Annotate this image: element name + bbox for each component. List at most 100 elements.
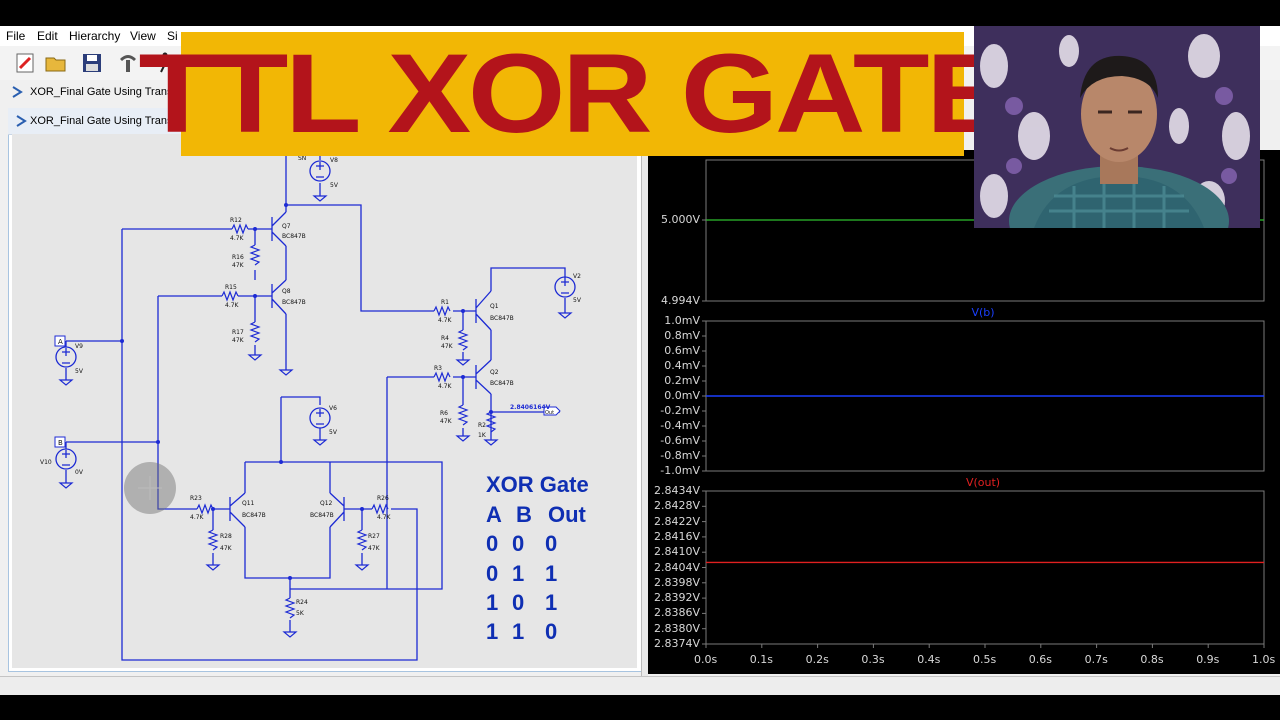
label-r6-value: 47K: [440, 418, 453, 425]
label-v10-value: 0V: [75, 469, 84, 476]
label-q8: Q8: [282, 288, 291, 295]
label-r27-value: 47K: [368, 545, 381, 552]
label-r24: R24: [296, 599, 308, 606]
label-v2-value: 5V: [573, 297, 582, 304]
truth-table-cell: 0: [545, 619, 558, 644]
truth-table-cell: 0: [512, 590, 525, 615]
schematic-canvas[interactable]: [12, 134, 637, 668]
label-r23: R23: [190, 495, 202, 502]
label-r27: R27: [368, 533, 380, 540]
x-tick-label: 0.4s: [917, 653, 941, 666]
label-q12: Q12: [320, 500, 333, 507]
webcam-overlay: [974, 26, 1260, 228]
truth-table-cell: 1: [512, 561, 525, 586]
label-port-a: A: [58, 338, 63, 346]
label-r26-value: 4.7K: [377, 514, 392, 521]
label-r15: R15: [225, 284, 237, 291]
schematic-window-icon: [16, 115, 27, 127]
plot-frames: [705, 159, 1265, 645]
label-r1-value: 4.7K: [438, 317, 453, 324]
y-tick-label: 2.8380V: [653, 621, 700, 635]
truth-table-cell: 0: [512, 531, 525, 556]
label-r15-value: 4.7K: [225, 302, 240, 309]
label-r12-value: 4.7K: [230, 235, 245, 242]
label-sn: SN: [298, 155, 306, 162]
label-v2: V2: [573, 273, 581, 280]
label-r4: R4: [441, 335, 449, 342]
doc-tab-title[interactable]: XOR_Final Gate Using Transistor: [30, 86, 194, 98]
y-tick-label: 2.8416V: [653, 529, 700, 543]
y-tick-label: 1.0mV: [664, 314, 700, 327]
y-tick-label: 2.8434V: [653, 484, 700, 497]
truth-table-cell: 1: [545, 561, 558, 586]
label-q12-value: BC847B: [310, 512, 334, 519]
y-tick-label: 0.8mV: [664, 329, 700, 342]
label-q2-value: BC847B: [490, 380, 514, 387]
truth-table-cell: 0: [486, 561, 499, 586]
y-tick-label: 2.8428V: [653, 499, 700, 513]
y-tick-label: -1.0mV: [660, 464, 700, 477]
label-q7: Q7: [282, 223, 291, 230]
label-v6: V6: [329, 405, 337, 412]
control-panel-icon[interactable]: [116, 51, 140, 75]
x-tick-label: 0.1s: [749, 653, 774, 666]
menu-view[interactable]: View: [130, 29, 156, 43]
new-schematic-icon[interactable]: [14, 51, 38, 75]
junctions: [120, 203, 493, 580]
label-r16-value: 47K: [232, 262, 245, 269]
truth-table-cell: 1: [486, 619, 499, 644]
truth-table-header-b: B: [516, 502, 532, 527]
resistors: [196, 223, 497, 619]
truth-table-header-out: Out: [548, 502, 586, 527]
save-icon[interactable]: [80, 51, 104, 75]
label-q11: Q11: [242, 500, 255, 507]
label-r26: R26: [377, 495, 389, 502]
y-tick-label: 5.000V: [660, 213, 700, 226]
waveform-viewer[interactable]: [648, 150, 1280, 674]
pane-splitter[interactable]: [641, 104, 648, 676]
plot-title-vb: V(b): [971, 306, 994, 319]
plot-title-vout: V(out): [966, 476, 1000, 489]
x-tick-label: 0.6s: [1028, 653, 1053, 666]
label-r4-value: 47K: [441, 343, 454, 350]
label-r17: R17: [232, 329, 244, 336]
y-tick-label: 2.8386V: [653, 606, 700, 620]
wires: [66, 149, 566, 661]
y-tick-label: 2.8404V: [653, 560, 700, 574]
ports: [54, 335, 561, 448]
y-tick-label: 2.8374V: [653, 637, 700, 650]
label-port-b: B: [58, 439, 63, 447]
run-icon[interactable]: [150, 51, 174, 75]
y-tick-label: 2.8392V: [653, 591, 700, 605]
label-r24-value: 5K: [296, 610, 305, 617]
y-tick-label: 4.994V: [660, 294, 700, 307]
label-r3: R3: [434, 365, 442, 372]
menu-hierarchy[interactable]: Hierarchy: [69, 29, 121, 43]
label-r16: R16: [232, 254, 244, 261]
x-tick-label: 0.0s: [694, 653, 718, 666]
x-tick-label: 0.7s: [1084, 653, 1108, 666]
label-q1: Q1: [490, 303, 499, 310]
tick-marks: [702, 219, 1265, 648]
x-tick-label: 0.3s: [861, 653, 885, 666]
x-tick-label: 1.0s: [1252, 653, 1276, 666]
menu-simulate[interactable]: Si: [167, 29, 178, 43]
truth-table-cell: 1: [512, 619, 525, 644]
y-tick-label: 0.4mV: [664, 359, 700, 372]
menu-edit[interactable]: Edit: [37, 29, 58, 43]
y-tick-label: 2.8398V: [653, 575, 700, 589]
label-r2-value: 1K: [478, 432, 487, 439]
open-folder-icon[interactable]: [44, 51, 68, 75]
truth-table-cell: 1: [486, 590, 499, 615]
truth-table-title: XOR Gate: [486, 472, 589, 497]
menu-file[interactable]: File: [6, 29, 26, 43]
label-port-out: Out: [545, 410, 554, 416]
label-q11-value: BC847B: [242, 512, 266, 519]
label-q7-value: BC847B: [282, 233, 306, 240]
label-r12: R12: [230, 217, 242, 224]
schematic-window-title: XOR_Final Gate Using Transisto: [30, 115, 190, 127]
y-tick-label: -0.6mV: [660, 434, 700, 447]
transistors: [229, 211, 492, 528]
x-tick-label: 0.2s: [805, 653, 829, 666]
